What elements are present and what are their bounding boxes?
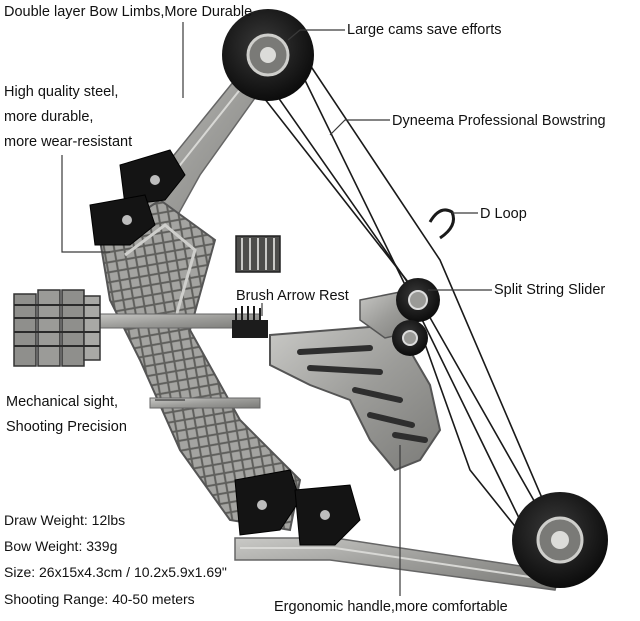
label-high-quality-steel: High quality steel, xyxy=(4,84,119,100)
spec-size: Size: 26x15x4.3cm / 10.2x5.9x1.69" xyxy=(4,564,227,580)
label-more-durable: more durable, xyxy=(4,109,94,125)
leader-lines xyxy=(61,22,492,596)
brush-arrow-rest xyxy=(232,306,268,338)
label-d-loop: D Loop xyxy=(480,206,527,222)
spec-bow-weight: Bow Weight: 339g xyxy=(4,538,118,554)
slider-wheels xyxy=(392,278,440,356)
label-large-cams: Large cams save efforts xyxy=(347,22,502,38)
label-mechanical-sight: Mechanical sight, xyxy=(6,394,119,410)
label-split-string-slider: Split String Slider xyxy=(494,282,606,298)
lower-limb xyxy=(234,537,561,591)
label-shooting-precision: Shooting Precision xyxy=(6,419,127,435)
mechanical-sight xyxy=(13,289,101,367)
upper-cam xyxy=(222,9,314,101)
label-bow-limbs: Double layer Bow Limbs,More Durable xyxy=(4,4,253,20)
limb-pockets xyxy=(89,149,361,546)
spec-shooting-range: Shooting Range: 40-50 meters xyxy=(4,591,195,607)
d-loop xyxy=(428,208,455,240)
stabilizer-knob xyxy=(235,235,281,273)
label-bowstring: Dyneema Professional Bowstring xyxy=(392,113,606,129)
label-brush-arrow-rest: Brush Arrow Rest xyxy=(236,288,349,304)
ergonomic-handle xyxy=(269,323,442,472)
spec-draw-weight: Draw Weight: 12lbs xyxy=(4,512,126,528)
lower-cam xyxy=(512,492,608,588)
label-ergonomic-handle: Ergonomic handle,more comfortable xyxy=(274,599,508,615)
label-more-wear-resistant: more wear-resistant xyxy=(4,134,133,150)
